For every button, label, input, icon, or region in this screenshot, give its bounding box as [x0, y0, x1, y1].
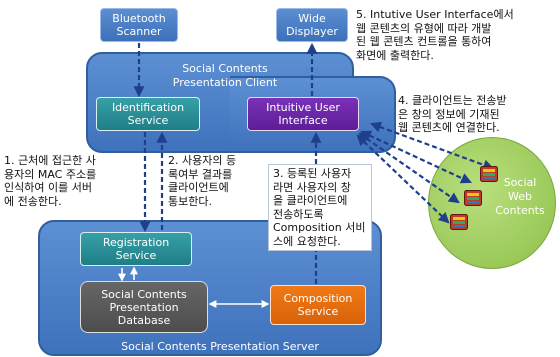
arrow-web-1 [360, 130, 472, 184]
database-label: Social Contents Presentation Database [101, 287, 187, 327]
step-2-note: 2. 사용자의 등 록여부 결과를 클라이언트에 통보한다. [168, 154, 260, 208]
web-content-widget-icon [464, 190, 482, 206]
composition-service-box: Composition Service [270, 285, 366, 325]
bluetooth-scanner-box: Bluetooth Scanner [100, 8, 178, 42]
intuitive-ui-label: Intuitive User Interface [266, 101, 340, 127]
database-box: Social Contents Presentation Database [80, 281, 208, 333]
registration-service-label: Registration Service [102, 236, 170, 262]
web-content-widget-icon [480, 166, 498, 182]
step-4-note: 4. 클라이언트는 전송받 은 창의 정보에 기재된 웹 콘텐츠에 연결한다. [398, 94, 507, 134]
social-web-contents-label: Social Web Contents [495, 176, 545, 217]
step-5-note: 5. Intutive User Interface에서 웹 콘텐츠의 유형에 … [356, 8, 558, 62]
intuitive-ui-box: Intuitive User Interface [247, 97, 359, 131]
registration-service-box: Registration Service [80, 232, 192, 266]
arrow-web-2 [358, 132, 460, 204]
step-1-note: 1. 근처에 접근한 사 용자의 MAC 주소를 인식하여 이를 서버 에 전송… [4, 154, 140, 208]
identification-service-box: Identification Service [96, 97, 200, 131]
composition-service-label: Composition Service [283, 292, 353, 318]
bluetooth-scanner-label: Bluetooth Scanner [112, 12, 166, 38]
identification-service-label: Identification Service [111, 101, 185, 127]
arrow-web-4 [369, 121, 495, 171]
wide-displayer-label: Wide Displayer [286, 12, 338, 38]
web-content-widget-icon [450, 214, 468, 230]
server-title: Social Contents Presentation Server [121, 340, 319, 353]
client-title: Social Contents Presentation Client [172, 62, 278, 89]
step-3-note: 3. 등록된 사용자 라면 사용자의 창 을 클라이언트에 전송하도록 Comp… [268, 164, 372, 251]
wide-displayer-box: Wide Displayer [276, 8, 348, 42]
